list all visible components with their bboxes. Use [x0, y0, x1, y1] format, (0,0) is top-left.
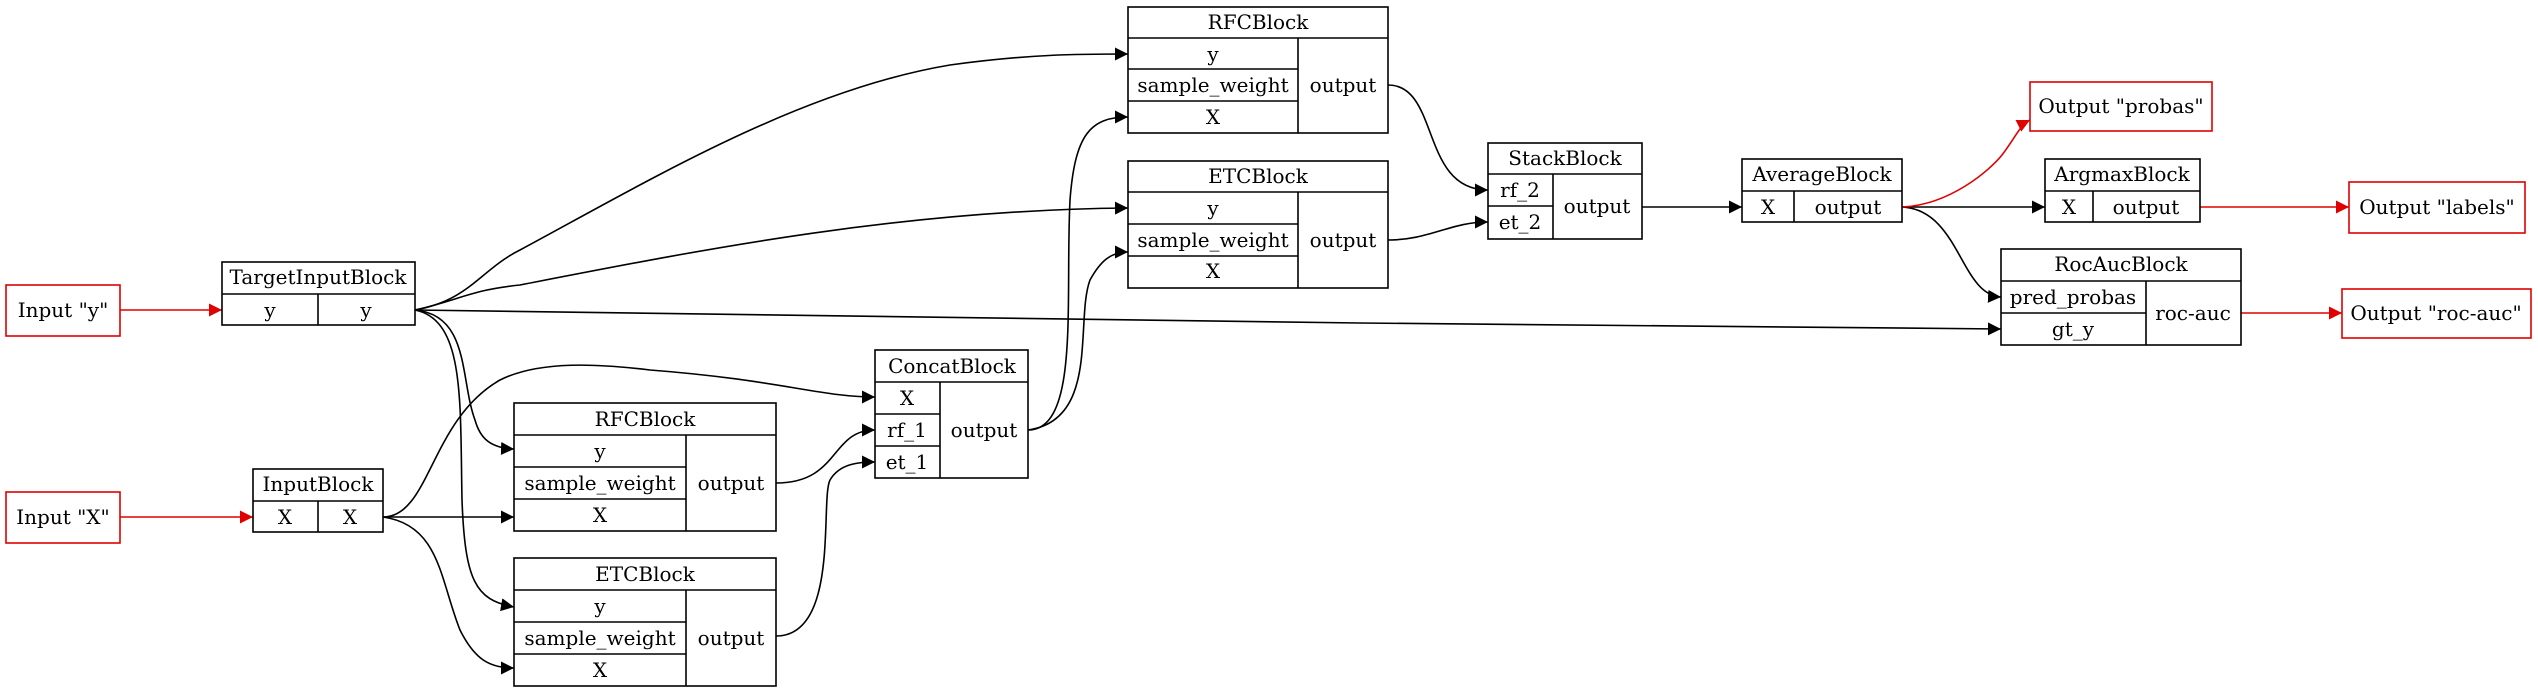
stack-block-output: output: [1564, 194, 1631, 218]
target-input-block-title: TargetInputBlock: [230, 265, 408, 289]
average-block-port-x: X: [1761, 195, 1776, 219]
edge-target-rfc-bottom-y: [414, 309, 515, 455]
output-probas-label: Output "probas": [2038, 94, 2203, 118]
concat-block-port-et-1: et_1: [886, 450, 929, 474]
rfc-block-top-title: RFCBlock: [1208, 10, 1310, 34]
rfc-block-top-port-sample-weight: sample_weight: [1137, 73, 1288, 97]
input-y-label: Input "y": [18, 298, 109, 322]
output-labels-label: Output "labels": [2359, 195, 2514, 219]
target-input-block[interactable]: TargetInputBlock y y: [221, 261, 416, 326]
edge-concat-etc-top-x: [1027, 245, 1129, 431]
etc-block-bottom-output: output: [698, 626, 765, 650]
rocauc-block-output: roc-auc: [2155, 301, 2231, 325]
target-input-block-in-port: y: [263, 298, 276, 322]
edge-rfc-top-stack: [1387, 84, 1489, 197]
etc-block-top-port-sample-weight: sample_weight: [1137, 228, 1288, 252]
etc-block-bottom-port-y: y: [593, 594, 606, 618]
average-block-title: AverageBlock: [1751, 162, 1892, 186]
argmax-block-output: output: [2113, 195, 2180, 219]
edge-rfc-bottom-concat: [775, 423, 876, 484]
rocauc-block[interactable]: RocAucBlock pred_probas gt_y roc-auc: [2000, 248, 2242, 346]
edge-target-gt-y: [414, 309, 2002, 336]
edge-etc-bottom-concat: [775, 455, 876, 637]
rfc-block-top-output: output: [1310, 73, 1377, 97]
output-probas-node[interactable]: Output "probas": [2029, 81, 2213, 132]
input-block-in-port: X: [278, 505, 293, 529]
rfc-block-bottom-title: RFCBlock: [595, 407, 697, 431]
etc-block-top-port-y: y: [1206, 196, 1219, 220]
etc-block-bottom[interactable]: ETCBlock y sample_weight X output: [513, 557, 777, 687]
edge-average-probas: [1901, 119, 2031, 208]
rfc-block-bottom-port-x: X: [593, 503, 608, 527]
output-rocauc-label: Output "roc-auc": [2350, 301, 2521, 325]
etc-block-bottom-port-sample-weight: sample_weight: [524, 626, 675, 650]
rfc-block-bottom-output: output: [698, 471, 765, 495]
etc-block-top-port-x: X: [1206, 259, 1221, 283]
input-block[interactable]: InputBlock X X: [252, 468, 384, 533]
edge-target-etc-top-y: [414, 201, 1129, 311]
average-block-output: output: [1815, 195, 1882, 219]
rfc-block-top[interactable]: RFCBlock y sample_weight X output: [1127, 6, 1389, 134]
average-block[interactable]: AverageBlock X output: [1741, 158, 1903, 223]
rocauc-block-port-gt-y: gt_y: [2052, 317, 2095, 341]
etc-block-top-output: output: [1310, 228, 1377, 252]
stack-block-port-rf-2: rf_2: [1500, 178, 1540, 202]
edge-target-rfc-top-y: [414, 47, 1129, 311]
concat-block-port-x: X: [900, 386, 915, 410]
edge-target-etc-bottom-y: [414, 309, 515, 612]
rfc-block-top-port-y: y: [1206, 42, 1219, 66]
rfc-block-bottom[interactable]: RFCBlock y sample_weight X output: [513, 402, 777, 532]
stack-block[interactable]: StackBlock rf_2 et_2 output: [1487, 142, 1643, 240]
stack-block-port-et-2: et_2: [1499, 210, 1542, 234]
input-x-node[interactable]: Input "X": [5, 491, 121, 544]
argmax-block-port-x: X: [2062, 195, 2077, 219]
stack-block-title: StackBlock: [1508, 146, 1622, 170]
rocauc-block-title: RocAucBlock: [2054, 252, 2188, 276]
rfc-block-bottom-port-sample-weight: sample_weight: [524, 471, 675, 495]
edges: [120, 47, 2349, 675]
input-block-out-port: X: [343, 505, 358, 529]
etc-block-bottom-port-x: X: [593, 658, 608, 682]
edge-concat-rfc-top-x: [1027, 110, 1129, 431]
concat-block-port-rf-1: rf_1: [887, 418, 927, 442]
output-labels-node[interactable]: Output "labels": [2348, 181, 2526, 234]
rocauc-block-port-pred-probas: pred_probas: [2010, 285, 2136, 309]
etc-block-top-title: ETCBlock: [1208, 164, 1309, 188]
edge-input-etc-bottom-x: [382, 516, 515, 675]
edge-input-concat-x: [382, 364, 876, 518]
input-x-label: Input "X": [16, 505, 110, 529]
concat-block-output: output: [951, 418, 1018, 442]
concat-block[interactable]: ConcatBlock X rf_1 et_1 output: [874, 349, 1029, 479]
edge-etc-top-stack: [1387, 215, 1489, 241]
etc-block-top[interactable]: ETCBlock y sample_weight X output: [1127, 160, 1389, 289]
input-block-title: InputBlock: [263, 472, 375, 496]
target-input-block-out-port: y: [359, 298, 372, 322]
rfc-block-top-port-x: X: [1206, 105, 1221, 129]
etc-block-bottom-title: ETCBlock: [595, 562, 696, 586]
argmax-block-title: ArgmaxBlock: [2053, 162, 2190, 186]
rfc-block-bottom-port-y: y: [593, 439, 606, 463]
edge-average-rocauc: [1901, 206, 2002, 303]
argmax-block[interactable]: ArgmaxBlock X output: [2044, 158, 2201, 223]
output-rocauc-node[interactable]: Output "roc-auc": [2341, 288, 2532, 339]
input-y-node[interactable]: Input "y": [5, 284, 121, 337]
concat-block-title: ConcatBlock: [888, 354, 1017, 378]
